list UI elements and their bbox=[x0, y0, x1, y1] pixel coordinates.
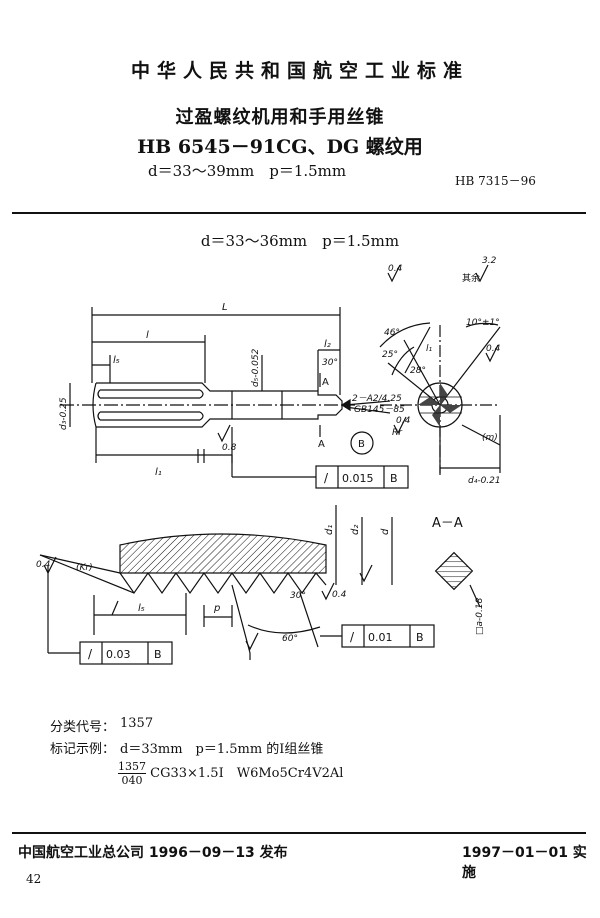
class-code-label: 分类代号： bbox=[50, 720, 116, 735]
label-ra-04c: 0.4 bbox=[396, 416, 411, 426]
label-angle30: 30° bbox=[322, 358, 338, 368]
technical-drawing: L l l₅ l₁ d₃-0.25 d₅-0.052 l₂ 30° A A 2－… bbox=[36, 256, 501, 665]
label-ra-04d: 0.4 bbox=[36, 560, 51, 570]
standard-title: 过盈螺纹机用和手用丝锥 bbox=[175, 107, 385, 128]
fraction-denominator: 040 bbox=[121, 774, 143, 787]
tol-top-ref: B bbox=[390, 472, 398, 485]
label-d3: d₃-0.25 bbox=[59, 397, 69, 430]
label-section-A2: A bbox=[318, 439, 325, 450]
tol-mid-ref: B bbox=[416, 631, 424, 644]
header-rule bbox=[12, 212, 586, 214]
label-kr: (Kr) bbox=[76, 563, 93, 573]
tol-top-symbol: / bbox=[324, 471, 329, 485]
mark-example-desc: d＝33mm p＝1.5mm 的Ⅰ组丝锥 bbox=[120, 742, 324, 757]
mark-fraction: 1357 040 bbox=[118, 760, 146, 787]
fraction-numerator: 1357 bbox=[118, 760, 146, 774]
mark-code: CG33×1.5Ⅰ W6Mo5Cr4V2Al bbox=[150, 766, 344, 781]
standard-subtitle: HB 6545－91CG、DG 螺纹用 bbox=[137, 136, 423, 158]
label-p: p bbox=[213, 603, 220, 614]
label-l: l bbox=[146, 330, 149, 341]
label-angle-46: 46° bbox=[384, 328, 400, 338]
label-center-std: GB145－85 bbox=[354, 405, 405, 415]
mark-example-code: 1357 040 CG33×1.5Ⅰ W6Mo5Cr4V2Al bbox=[118, 760, 343, 787]
label-d2: d₂ bbox=[350, 525, 361, 535]
tol-left-value: 0.03 bbox=[106, 648, 131, 661]
tol-left-symbol: / bbox=[88, 647, 93, 661]
label-center-hole: 2－A2/4.25 bbox=[352, 394, 402, 404]
label-angle-30b: 30° bbox=[290, 591, 306, 601]
label-l2: l₂ bbox=[324, 339, 331, 350]
tol-left-ref: B bbox=[154, 648, 162, 661]
standard-number: HB 7315－96 bbox=[455, 174, 536, 188]
label-l5: l₅ bbox=[113, 355, 120, 366]
standard-parameters: d＝33～39mm p＝1.5mm bbox=[148, 162, 347, 180]
thread-profile-view bbox=[39, 505, 393, 660]
tolerance-frame-left bbox=[47, 565, 173, 665]
mark-example-label: 标记示例： bbox=[50, 742, 116, 757]
label-ra-04b: 0.4 bbox=[486, 344, 501, 354]
label-d4: d₄-0.21 bbox=[468, 476, 501, 486]
organization-title: 中华人民共和国航空工业标准 bbox=[130, 60, 469, 82]
tap-end-view bbox=[379, 322, 501, 475]
label-square: □a-0.18 bbox=[475, 597, 485, 635]
class-code-value: 1357 bbox=[120, 716, 154, 731]
label-angle-28: 28° bbox=[410, 366, 426, 376]
label-angle-60: 60° bbox=[282, 634, 298, 644]
tol-top-value: 0.015 bbox=[342, 472, 374, 485]
label-ra-04a: 0.4 bbox=[388, 264, 403, 274]
label-angle-10: 10°±1° bbox=[466, 318, 500, 328]
label-rr: Rr bbox=[392, 428, 403, 438]
label-d5: d₅-0.052 bbox=[251, 348, 261, 387]
footer-rule bbox=[12, 832, 586, 834]
label-L: L bbox=[222, 302, 228, 313]
tol-mid-value: 0.01 bbox=[368, 631, 393, 644]
label-ra-32: 3.2 bbox=[482, 256, 497, 266]
label-l1: l₁ bbox=[155, 467, 162, 478]
label-l5b: l₅ bbox=[138, 603, 145, 614]
tap-side-view bbox=[60, 264, 499, 463]
section-a-a bbox=[434, 551, 481, 608]
tolerance-frame-mid bbox=[320, 624, 435, 648]
label-section-A: A bbox=[322, 377, 329, 388]
label-angle-25: 25° bbox=[382, 350, 398, 360]
label-ra-08: 0.8 bbox=[222, 443, 237, 453]
drawing-subtitle: d＝33～36mm p＝1.5mm bbox=[200, 232, 400, 250]
label-l1b: l₁ bbox=[426, 344, 433, 354]
label-datum-B: B bbox=[358, 439, 365, 450]
effective-date: 1997－01－01 实施 bbox=[462, 845, 587, 881]
tolerance-frame-top bbox=[231, 455, 409, 489]
label-section-title: A－A bbox=[432, 516, 463, 531]
label-d: d bbox=[380, 528, 391, 535]
tol-mid-symbol: / bbox=[350, 630, 355, 644]
label-ra-04e: 0.4 bbox=[332, 590, 347, 600]
label-d1: d₁ bbox=[324, 525, 335, 535]
publisher-line: 中国航空工业总公司 1996－09－13 发布 bbox=[18, 845, 288, 861]
label-rest: 其余 bbox=[462, 272, 480, 284]
label-m: (m) bbox=[482, 433, 498, 443]
page-number: 42 bbox=[26, 872, 42, 886]
